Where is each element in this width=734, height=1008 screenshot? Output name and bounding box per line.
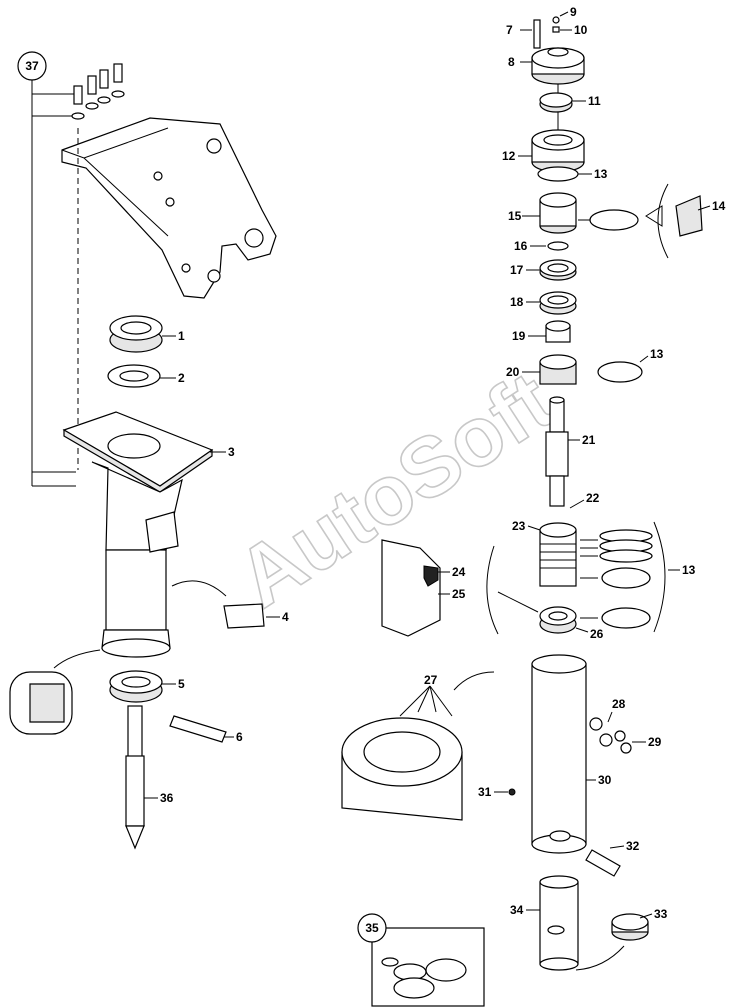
part-19-bushing (545, 320, 571, 343)
part-11-seal (539, 92, 573, 113)
callout-26[interactable]: 26 (590, 627, 604, 641)
callout-27[interactable]: 27 (424, 673, 438, 687)
callout-21[interactable]: 21 (582, 433, 596, 447)
mounting-bracket (61, 117, 277, 299)
part-34-front-head (539, 875, 579, 971)
callout-36[interactable]: 36 (160, 791, 174, 805)
callout-16[interactable]: 16 (514, 239, 528, 253)
callout-17[interactable]: 17 (510, 263, 524, 277)
callout-13-kit[interactable]: 13 (682, 563, 696, 577)
callout-28[interactable]: 28 (612, 697, 626, 711)
callout-19[interactable]: 19 (512, 329, 526, 343)
callout-35[interactable]: 35 (365, 921, 379, 935)
part-13-oring-mid (597, 361, 643, 383)
part-20-bearing (539, 354, 577, 385)
callout-8[interactable]: 8 (508, 55, 515, 69)
callout-37[interactable]: 37 (25, 59, 39, 73)
callout-2[interactable]: 2 (178, 371, 185, 385)
callout-25[interactable]: 25 (452, 587, 466, 601)
part-21-piston (545, 396, 569, 507)
part-15-valve (539, 192, 577, 234)
part-26-seal (539, 606, 577, 634)
part-15-oring (589, 209, 639, 231)
callout-10[interactable]: 10 (574, 23, 588, 37)
part-1-seal-ring (109, 315, 163, 353)
callout-24[interactable]: 24 (452, 565, 466, 579)
callout-29[interactable]: 29 (648, 735, 662, 749)
part-17-seal (539, 259, 577, 281)
part-36-chisel (125, 705, 145, 850)
part-33-cap (575, 913, 649, 971)
callout-18[interactable]: 18 (510, 295, 524, 309)
part-8-cap (531, 47, 585, 85)
part-2-washer (107, 364, 161, 388)
callout-1[interactable]: 1 (178, 329, 185, 343)
part-13-oring-top (537, 166, 579, 182)
callout-33[interactable]: 33 (654, 907, 668, 921)
part-7-bolt (533, 19, 541, 49)
callout-11[interactable]: 11 (588, 94, 601, 108)
callout-34[interactable]: 34 (510, 903, 524, 917)
callout-13-top[interactable]: 13 (594, 167, 608, 181)
callout-9[interactable]: 9 (570, 5, 577, 19)
part-5-seal-ring (109, 670, 163, 703)
mounting-bolts (71, 63, 125, 120)
part-16-ring (547, 241, 569, 251)
callout-12[interactable]: 12 (502, 149, 516, 163)
detail-24-25 (381, 539, 539, 637)
callout-7[interactable]: 7 (506, 23, 513, 37)
callout-20[interactable]: 20 (506, 365, 520, 379)
part-23-seal-pack (539, 522, 577, 587)
detail-inset-seal (9, 649, 101, 735)
part-30-cylinder (531, 654, 587, 854)
callout-23[interactable]: 23 (512, 519, 526, 533)
kit-37-group: 37 (17, 51, 76, 487)
part-9-ball (552, 16, 560, 24)
part-13-seal-kit (580, 521, 666, 633)
callout-3[interactable]: 3 (228, 445, 235, 459)
part-27-detail (341, 671, 495, 821)
callout-6[interactable]: 6 (236, 730, 243, 744)
callout-4[interactable]: 4 (282, 610, 289, 624)
part-32-pin (585, 849, 621, 877)
part-14-detail (645, 183, 703, 259)
part-31-pin (508, 788, 516, 796)
part-18-seal (539, 291, 577, 315)
callout-22[interactable]: 22 (586, 491, 600, 505)
callout-32[interactable]: 32 (626, 839, 640, 853)
callout-30[interactable]: 30 (598, 773, 612, 787)
part-12-flange (531, 129, 585, 173)
part-28-29-plugs (589, 717, 632, 754)
callout-14[interactable]: 14 (712, 199, 726, 213)
callout-5[interactable]: 5 (178, 677, 185, 691)
part-3-housing (62, 411, 214, 658)
callout-15[interactable]: 15 (508, 209, 522, 223)
part-4-clip (171, 580, 265, 629)
part-6-wrench (169, 715, 227, 743)
kit-35-box (357, 913, 485, 1007)
part-10-nipple (552, 26, 560, 33)
callout-13-mid[interactable]: 13 (650, 347, 664, 361)
callout-31[interactable]: 31 (478, 785, 492, 799)
